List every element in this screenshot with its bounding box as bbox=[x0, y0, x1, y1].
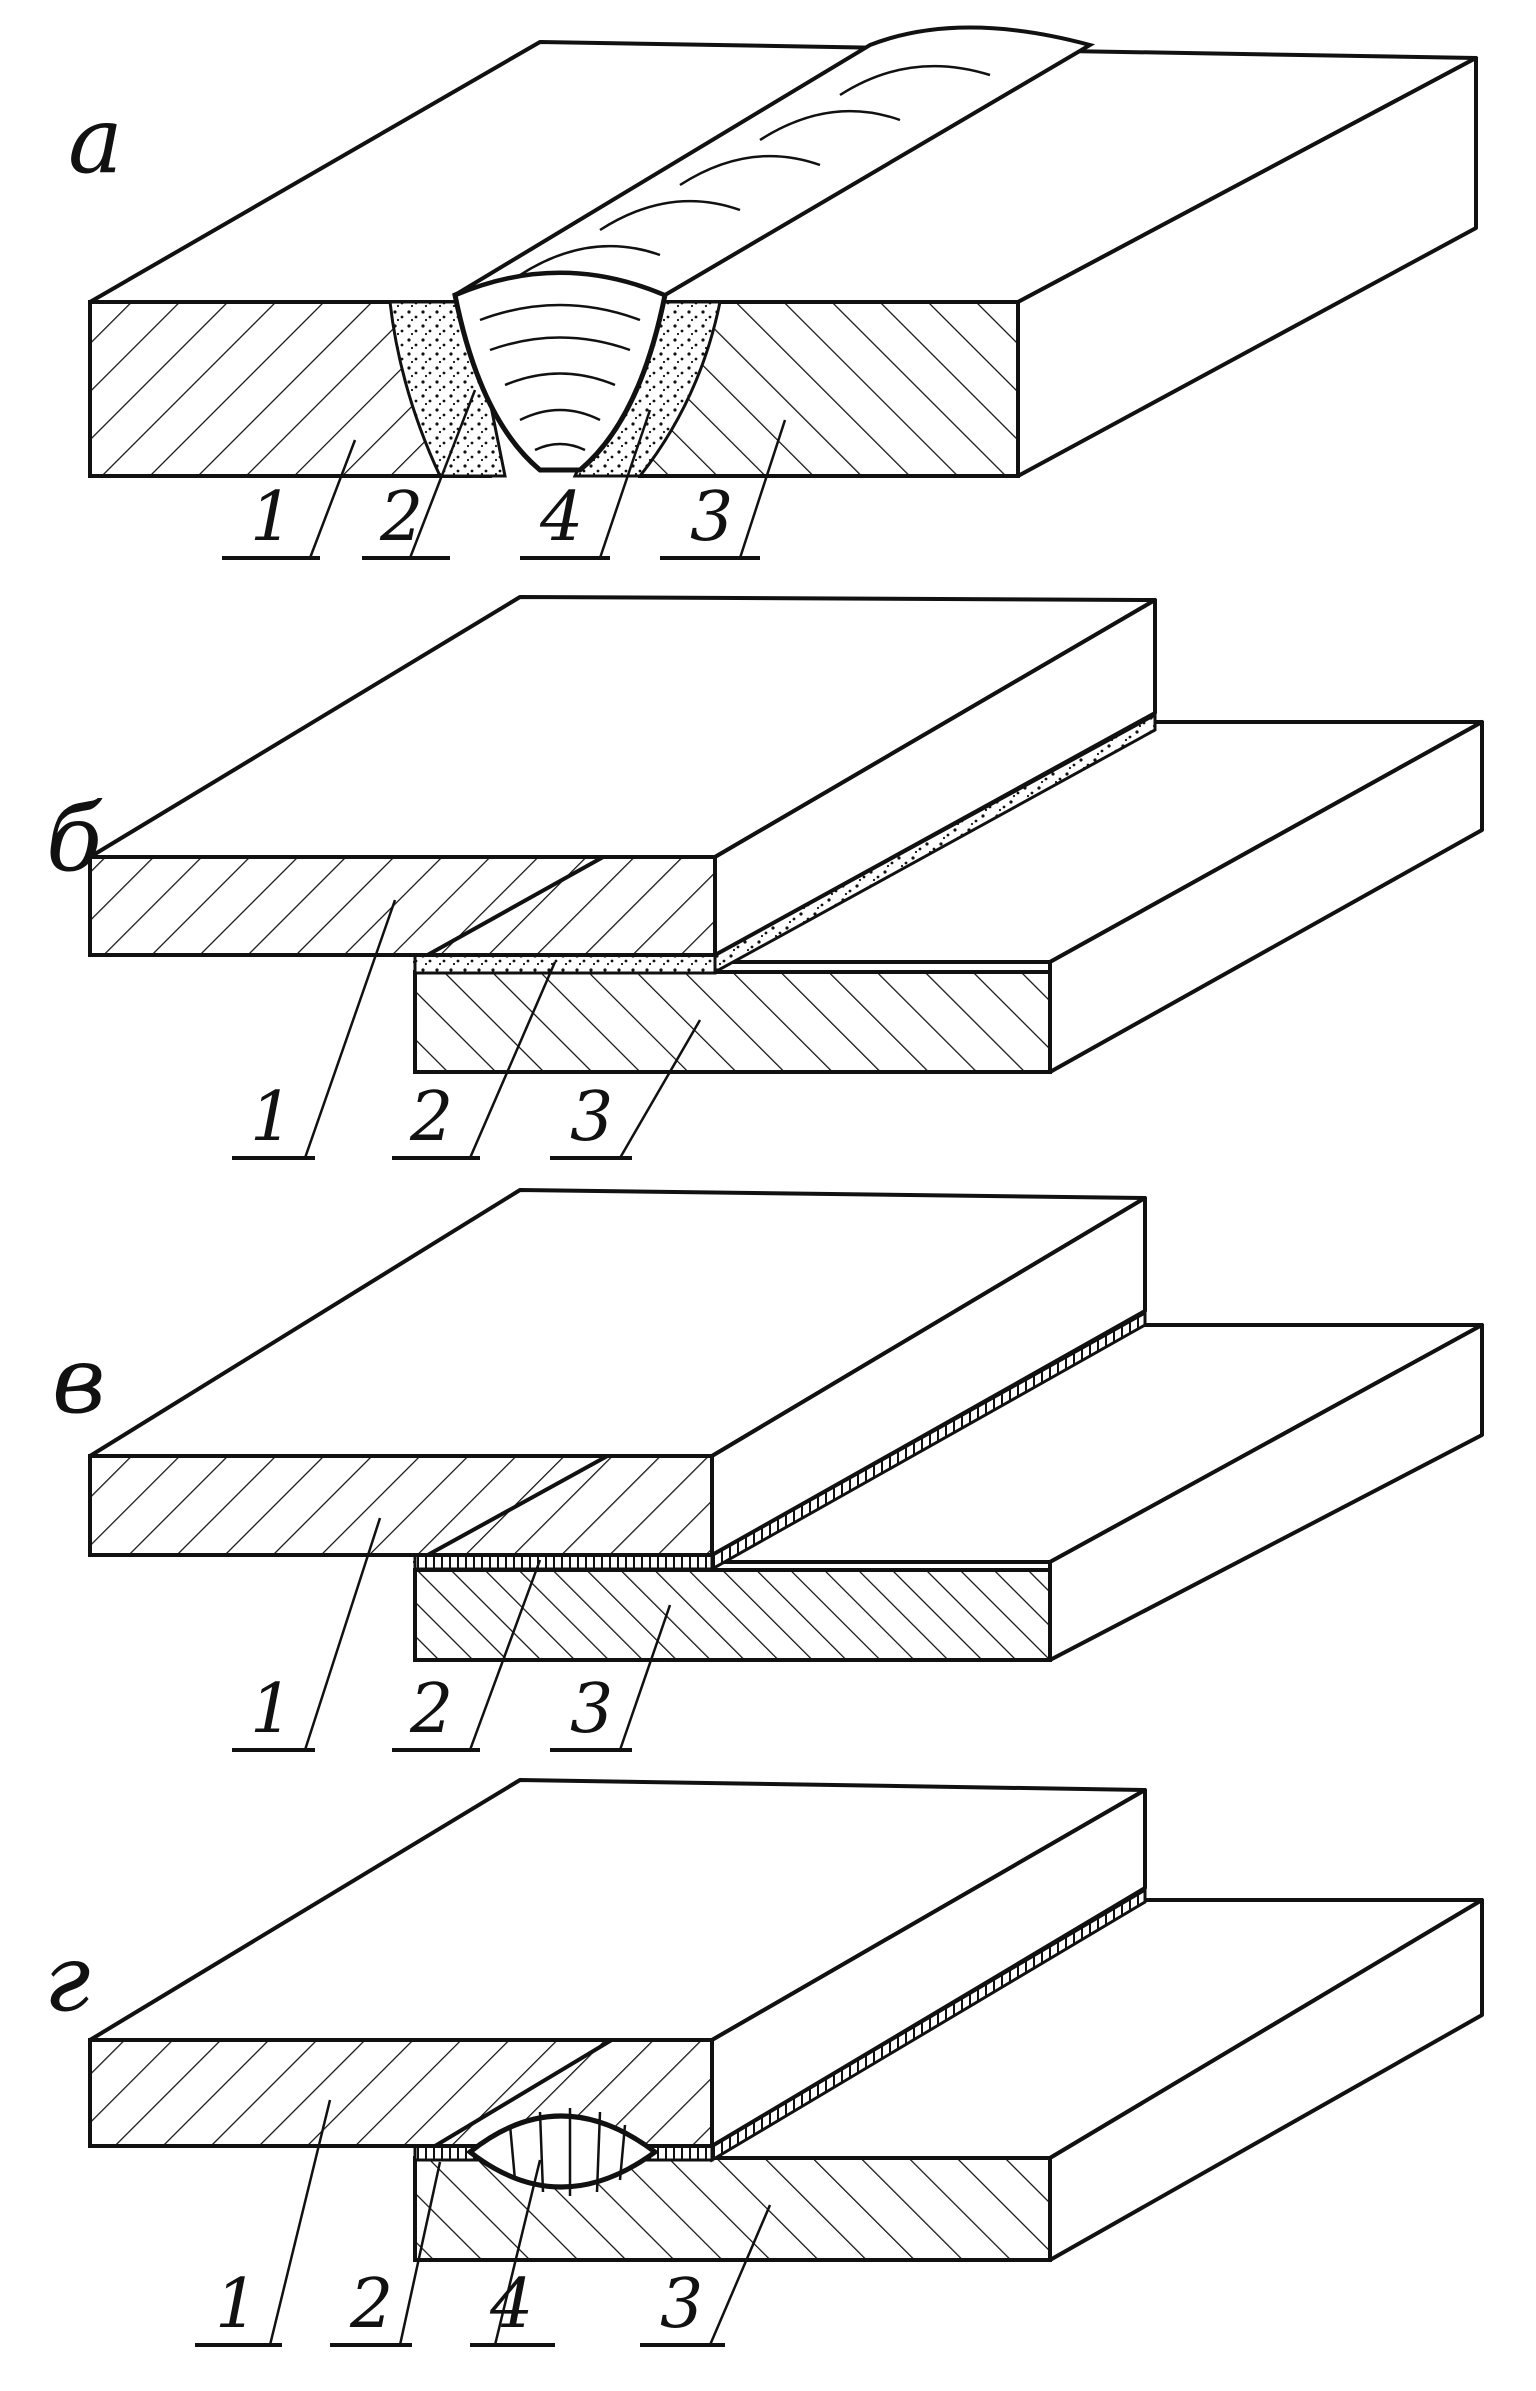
panel-b-interlayer bbox=[413, 953, 717, 975]
panel-a-weld-texture bbox=[479, 303, 641, 452]
panel-a-label-3: 3 bbox=[690, 478, 733, 557]
panel-b-lower-section bbox=[413, 970, 1052, 1074]
panel-a-label-1: 1 bbox=[250, 478, 293, 557]
panel-d-label-3: 3 bbox=[660, 2265, 703, 2344]
panel-a-weld-run bbox=[453, 25, 1096, 298]
panel-d-weld-nugget bbox=[465, 2113, 660, 2190]
panel-c-label-3: 3 bbox=[570, 1670, 613, 1749]
panel-c-upper-section bbox=[88, 1454, 714, 1557]
panel-d-labels: 1 2 4 3 bbox=[195, 2265, 725, 2347]
panel-b-label-2: 2 bbox=[409, 1078, 453, 1157]
panel-d-spot-joint: г 1 2 4 3 bbox=[44, 1778, 1484, 2347]
panel-d-nugget-texture bbox=[508, 2108, 627, 2196]
panel-a-run-texture bbox=[519, 64, 991, 277]
panel-d-label-2: 2 bbox=[349, 2265, 393, 2344]
panel-c-label-2: 2 bbox=[409, 1670, 453, 1749]
panel-b-label-1: 1 bbox=[250, 1078, 293, 1157]
panel-a-labels: 1 2 4 3 bbox=[222, 478, 760, 560]
panel-a-label-4: 4 bbox=[539, 478, 583, 557]
panel-a-letter: а bbox=[68, 87, 123, 194]
panel-b-label-3: 3 bbox=[570, 1078, 613, 1157]
panel-c-labels: 1 2 3 bbox=[232, 1670, 632, 1752]
panel-a-leaders bbox=[308, 389, 787, 559]
panel-c-lower-section bbox=[413, 1568, 1052, 1662]
panel-c-interlayer bbox=[413, 1553, 714, 1571]
panel-c-lap-joint: в 1 2 3 bbox=[52, 1188, 1484, 1752]
panel-c-leaders bbox=[303, 1517, 672, 1751]
panel-d-label-1: 1 bbox=[215, 2265, 258, 2344]
panel-d-label-4: 4 bbox=[489, 2265, 533, 2344]
panel-d-leaders bbox=[268, 2099, 772, 2346]
panel-b-labels: 1 2 3 bbox=[232, 1078, 632, 1160]
panel-c-letter: в bbox=[52, 1327, 106, 1434]
panel-b-lap-joint: б 1 2 3 bbox=[46, 595, 1484, 1160]
panel-a-butt-weld: а bbox=[68, 25, 1478, 560]
panel-d-letter: г bbox=[44, 1925, 91, 2032]
panel-c-label-1: 1 bbox=[250, 1670, 293, 1749]
panel-b-upper-section bbox=[88, 855, 717, 957]
panel-b-leaders bbox=[303, 899, 702, 1159]
panel-a-label-2: 2 bbox=[379, 478, 423, 557]
